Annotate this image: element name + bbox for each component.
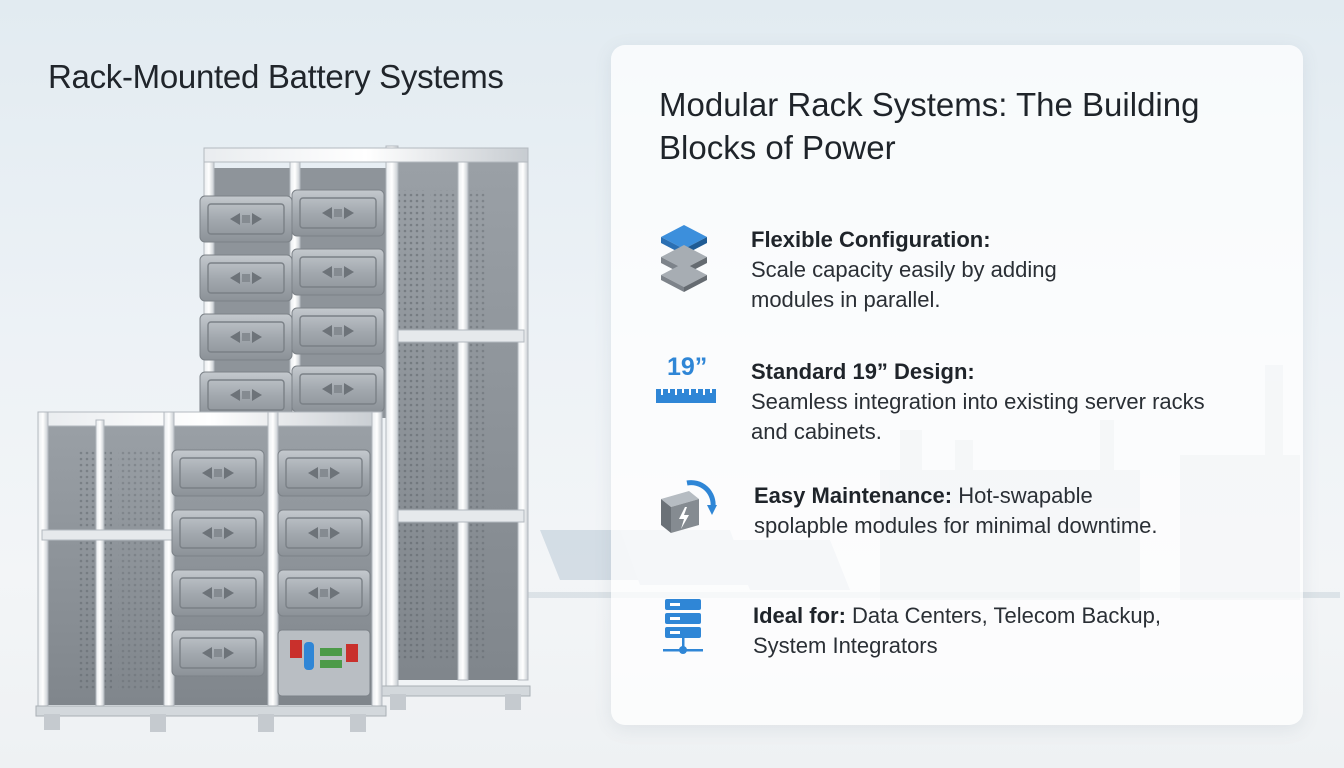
left-page-title: Rack-Mounted Battery Systems — [48, 58, 504, 95]
server-network-icon — [663, 599, 703, 654]
feature-description-line1: Hot-swapable — [952, 483, 1093, 508]
panel-title-line2: Blocks of Power — [659, 129, 896, 166]
feature-label: Standard 19” Design: — [751, 359, 975, 384]
short-rack — [35, 411, 387, 732]
stacked-layers-icon — [661, 225, 707, 292]
ruler-19-icon-text: 19” — [667, 353, 708, 381]
tall-rack — [199, 145, 531, 710]
feature-description-line1: Data Centers, Telecom Backup, — [845, 603, 1161, 628]
panel-title: Modular Rack Systems: The Building Block… — [659, 83, 1269, 169]
ruler-19-icon: 19” — [655, 353, 719, 407]
feature-label: Flexible Configuration: — [751, 227, 991, 252]
feature-description-line1: Scale capacity easily by adding — [751, 257, 1057, 282]
feature-label: Easy Maintenance: — [754, 483, 953, 508]
feature-description-line2: spolapble modules for minimal downtime. — [754, 513, 1158, 538]
panel-title-line1: Modular Rack Systems: The Building — [659, 86, 1200, 123]
battery-swap-icon — [661, 480, 717, 533]
info-panel: Modular Rack Systems: The Building Block… — [611, 45, 1303, 725]
feature-description-line2: modules in parallel. — [751, 287, 941, 312]
feature-label: Ideal for: — [753, 603, 846, 628]
feature-description-line2: System Integrators — [753, 633, 938, 658]
feature-description-line1: Seamless integration into existing serve… — [751, 389, 1205, 414]
feature-description-line2: and cabinets. — [751, 419, 882, 444]
